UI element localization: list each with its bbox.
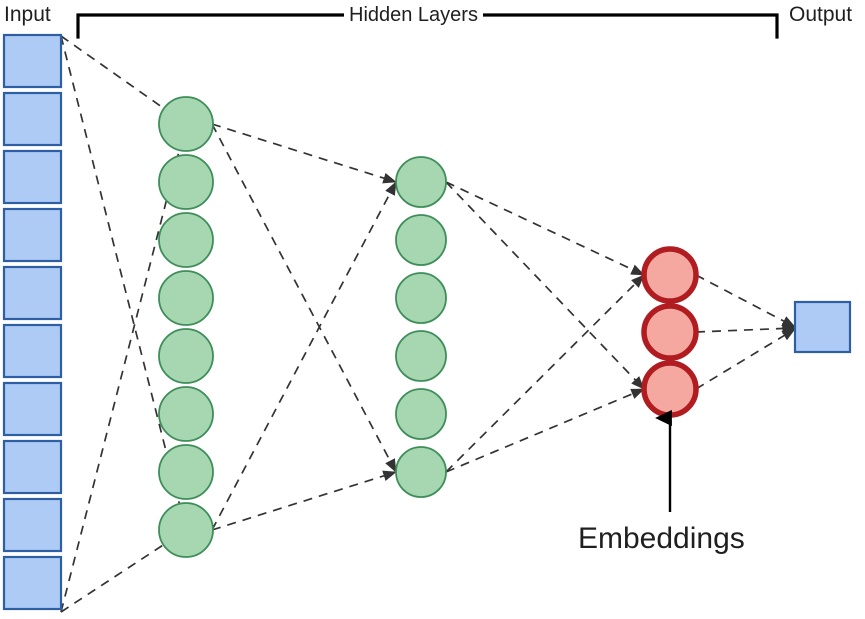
node-embeddings: [641, 360, 699, 418]
node-input: [2, 207, 63, 263]
connection-line: [211, 123, 397, 184]
node-embeddings: [641, 246, 699, 304]
connection-line: [695, 274, 796, 328]
hidden-layers-label: Hidden Layers: [344, 5, 483, 25]
node-input: [2, 91, 63, 147]
output-layer-label: Output: [789, 3, 853, 26]
connection-line: [695, 323, 796, 334]
connection-lines: [60, 35, 796, 613]
layer-nodes: [2, 33, 852, 611]
node-input: [2, 149, 63, 205]
connection-line: [445, 274, 645, 473]
connection-line: [445, 388, 645, 473]
node-output: [793, 300, 852, 354]
node-input: [2, 33, 63, 89]
connection-line: [60, 35, 189, 531]
node-hidden-1: [158, 386, 214, 442]
node-hidden-1: [158, 328, 214, 384]
node-hidden-1: [158, 502, 214, 558]
node-hidden-1: [158, 444, 214, 500]
node-hidden-2: [395, 272, 447, 324]
node-input: [2, 439, 63, 495]
node-hidden-2: [395, 330, 447, 382]
node-hidden-1: [158, 270, 214, 326]
input-layer-label: Input: [4, 3, 51, 26]
node-hidden-2: [395, 214, 447, 266]
connection-line: [211, 470, 397, 531]
node-input: [2, 555, 63, 611]
node-hidden-2: [395, 446, 447, 498]
node-hidden-1: [158, 212, 214, 268]
connection-line: [445, 181, 645, 276]
connection-line: [211, 123, 397, 473]
node-hidden-2: [395, 156, 447, 208]
node-input: [2, 497, 63, 553]
node-input: [2, 265, 63, 321]
connection-line: [695, 328, 796, 390]
connection-line: [60, 529, 187, 613]
node-embeddings: [641, 303, 699, 361]
node-hidden-1: [158, 96, 214, 152]
connection-line: [445, 181, 645, 390]
connection-line: [211, 181, 397, 531]
node-input: [2, 323, 63, 379]
node-input: [2, 381, 63, 437]
node-hidden-1: [158, 154, 214, 210]
connection-line: [60, 123, 189, 613]
node-hidden-2: [395, 388, 447, 440]
embeddings-label: Embeddings: [578, 522, 745, 555]
